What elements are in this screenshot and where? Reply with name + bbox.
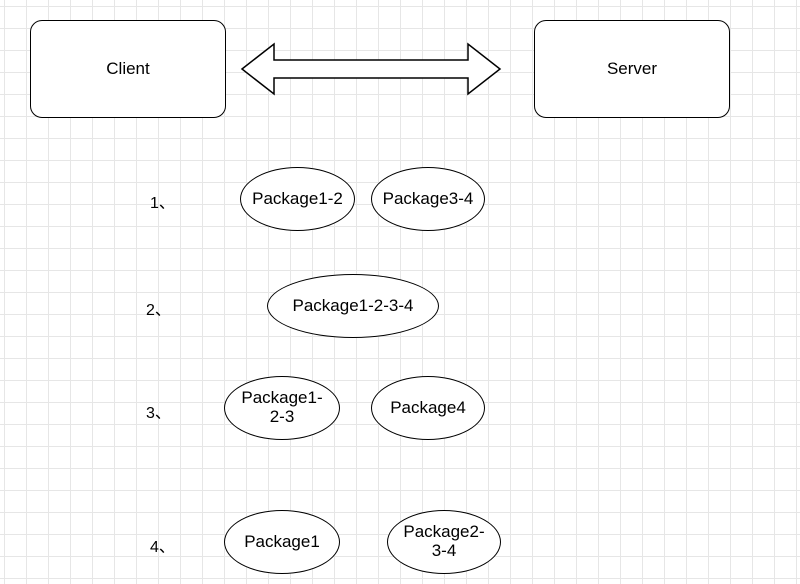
package-label: Package1-2-3 [241,388,323,426]
package-label: Package3-4 [382,188,474,208]
package-ellipse: Package1-2 [240,167,355,231]
server-label: Server [606,58,658,78]
package-ellipse: Package1 [224,510,340,574]
package-label: Package4 [390,397,466,417]
step-4-label: 4、 [150,539,175,556]
server-node: Server [534,20,730,118]
step-2-label: 2、 [146,302,171,319]
package-ellipse: Package4 [371,376,485,440]
client-label: Client [106,58,150,78]
package-ellipse: Package1-2-3 [224,376,340,440]
package-ellipse: Package1-2-3-4 [267,274,439,338]
package-label: Package1-2-3-4 [292,295,414,315]
step-3-label: 3、 [146,405,171,422]
step-1-label: 1、 [150,195,175,212]
package-label: Package1-2 [252,188,343,208]
package-label: Package2-3-4 [403,522,485,560]
package-ellipse: Package2-3-4 [387,510,501,574]
client-node: Client [30,20,226,118]
package-ellipse: Package3-4 [371,167,485,231]
package-label: Package1 [244,531,320,551]
bidirectional-arrow-icon [240,42,502,96]
